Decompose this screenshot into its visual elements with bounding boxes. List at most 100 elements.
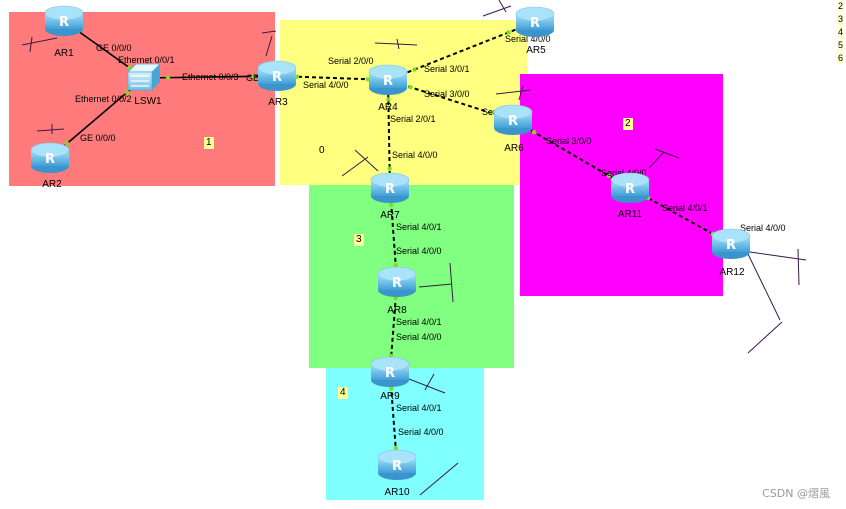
device-ar7[interactable]: R AR7: [370, 172, 410, 221]
area-0-region: [280, 20, 527, 185]
area-1-tag: 1: [204, 137, 214, 149]
stray-line: [449, 262, 454, 303]
port-label: Serial 4/0/1: [396, 222, 442, 232]
device-ar4[interactable]: R AR4: [368, 64, 408, 113]
port-label: Serial 4/0/0: [303, 80, 349, 90]
router-glyph: R: [392, 459, 402, 474]
router-icon-top: [370, 356, 410, 372]
area-2-tag: 2: [623, 118, 633, 130]
device-label: AR5: [526, 45, 546, 56]
port-label: Serial 4/0/0: [505, 34, 551, 44]
stray-line: [354, 149, 379, 172]
port-dot: [531, 130, 537, 135]
device-label: AR1: [54, 48, 74, 59]
router-icon-top: [377, 449, 417, 465]
device-label: AR8: [387, 305, 407, 316]
port-dot: [393, 296, 398, 301]
stray-line: [261, 30, 277, 34]
device-ar6[interactable]: R AR6: [493, 104, 533, 154]
device-label: AR2: [42, 179, 62, 190]
port-dot: [386, 97, 391, 102]
router-glyph: R: [272, 70, 282, 85]
router-glyph: R: [392, 276, 402, 291]
router-icon-top: [377, 266, 417, 282]
side-number: 5: [838, 40, 844, 51]
router-glyph: R: [530, 16, 540, 31]
device-label: AR9: [380, 391, 400, 402]
port-label: Serial 3/0/0: [424, 89, 470, 99]
device-label: AR7: [380, 210, 400, 221]
router-glyph: R: [385, 182, 395, 197]
port-dot: [389, 202, 394, 208]
port-dot: [389, 386, 394, 391]
port-label: Serial 4/0/0: [740, 223, 786, 233]
port-label: Serial 4/0/0: [398, 427, 444, 437]
stray-line: [749, 251, 807, 261]
port-label: Serial 4/0/1: [662, 203, 708, 213]
stray-line: [374, 42, 418, 46]
device-ar2[interactable]: R AR2: [30, 142, 70, 190]
switch-icon-side: [152, 64, 160, 90]
device-label: AR4: [378, 102, 398, 113]
port-label: Serial 4/0/0: [396, 332, 442, 342]
port-label: Serial 4/0/1: [396, 403, 442, 413]
router-glyph: R: [508, 114, 518, 129]
port-dot: [124, 90, 130, 95]
port-label: Serial 4/0/0: [396, 246, 442, 256]
stray-line: [265, 35, 273, 57]
port-label: Serial 2/0/0: [328, 56, 374, 66]
device-label: AR12: [719, 267, 744, 278]
router-icon-top: [257, 60, 297, 76]
port-dot: [387, 166, 392, 171]
link-ar11-ar12[interactable]: [629, 187, 732, 245]
area-4-tag: 4: [338, 387, 348, 399]
area-0-tag: 0: [319, 145, 325, 156]
stray-lines: [21, 0, 807, 496]
port-dot: [393, 262, 398, 268]
side-number: 2: [838, 1, 844, 12]
router-icon-top: [368, 64, 408, 80]
stray-line: [747, 253, 781, 321]
router-glyph: R: [625, 182, 635, 197]
device-ar10[interactable]: R AR10: [377, 449, 417, 498]
stray-line: [341, 156, 369, 177]
device-ar5[interactable]: R AR5: [515, 6, 555, 56]
stray-line: [396, 38, 400, 50]
devices: RAR1RAR2LSW1RAR3RAR4RAR5RAR6RAR7RAR8RAR9…: [30, 5, 751, 498]
port-label: GE 0/0/0: [80, 133, 116, 143]
router-icon-top: [515, 6, 555, 22]
router-icon-top: [30, 142, 70, 158]
area-3-tag: 3: [354, 234, 364, 246]
stray-line: [498, 0, 507, 13]
port-label: Serial 3/0/0: [546, 136, 592, 146]
device-label: AR6: [504, 143, 524, 154]
device-label: AR10: [384, 487, 409, 498]
port-dot: [393, 446, 398, 451]
port-dot: [64, 141, 70, 146]
router-glyph: R: [385, 366, 395, 381]
device-lsw1[interactable]: LSW1: [127, 63, 162, 107]
port-dot: [488, 110, 493, 116]
device-ar9[interactable]: R AR9: [370, 356, 410, 402]
port-label: Serial 4/0/0: [601, 168, 647, 178]
router-icon-top: [493, 104, 533, 120]
stray-line: [418, 283, 453, 288]
stray-line: [495, 89, 532, 95]
link-ar4-ar5[interactable]: [387, 21, 536, 81]
port-label: Ethernet 0/0/2: [75, 94, 132, 104]
port-dot: [412, 67, 417, 72]
router-glyph: R: [383, 74, 393, 89]
device-label: LSW1: [134, 96, 162, 107]
port-label: Ethernet 0/0/1: [118, 55, 175, 65]
device-ar8[interactable]: R AR8: [377, 266, 417, 316]
stray-line: [747, 321, 783, 354]
router-glyph: R: [45, 152, 55, 167]
port-label: GE 0/0/0: [96, 43, 132, 53]
router-icon-top: [44, 5, 84, 21]
stray-line: [654, 148, 680, 159]
